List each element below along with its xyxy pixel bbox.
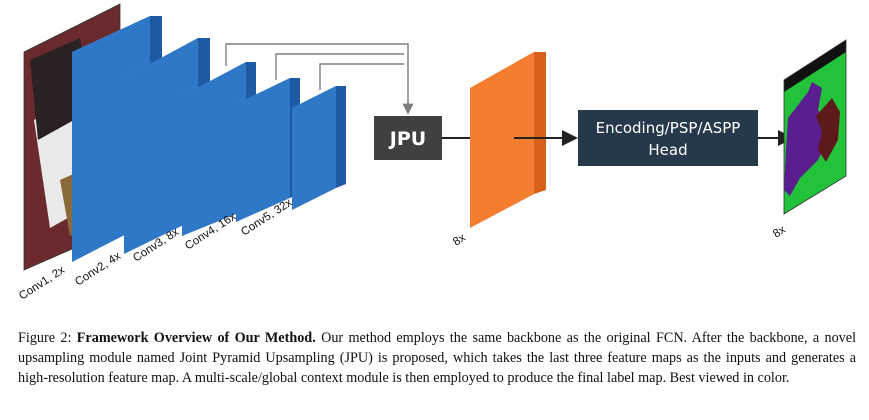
jpu-label: JPU — [388, 128, 426, 150]
caption-body: Our method employs the same backbone as … — [18, 330, 857, 386]
framework-diagram: Conv1, 2x Conv2, 4x Conv3, 8x Conv4, 16x… — [17, 3, 847, 303]
head-label-line2: Head — [648, 141, 687, 159]
conv5-block — [292, 86, 346, 210]
output-label-map — [783, 39, 847, 215]
jpu-box — [374, 116, 442, 160]
feature-map-block — [470, 52, 546, 228]
jpu-input-connectors — [225, 43, 409, 104]
head-label-line1: Encoding/PSP/ASPP — [596, 119, 741, 137]
figure-caption: Figure 2: Framework Overview of Our Meth… — [18, 328, 856, 388]
feature-map-label: 8x — [451, 232, 468, 249]
caption-prefix: Figure 2: — [18, 330, 77, 346]
caption-title: Framework Overview of Our Method. — [76, 330, 316, 346]
head-box — [578, 110, 758, 166]
output-label: 8x — [771, 224, 788, 241]
conv4-block — [236, 78, 300, 222]
